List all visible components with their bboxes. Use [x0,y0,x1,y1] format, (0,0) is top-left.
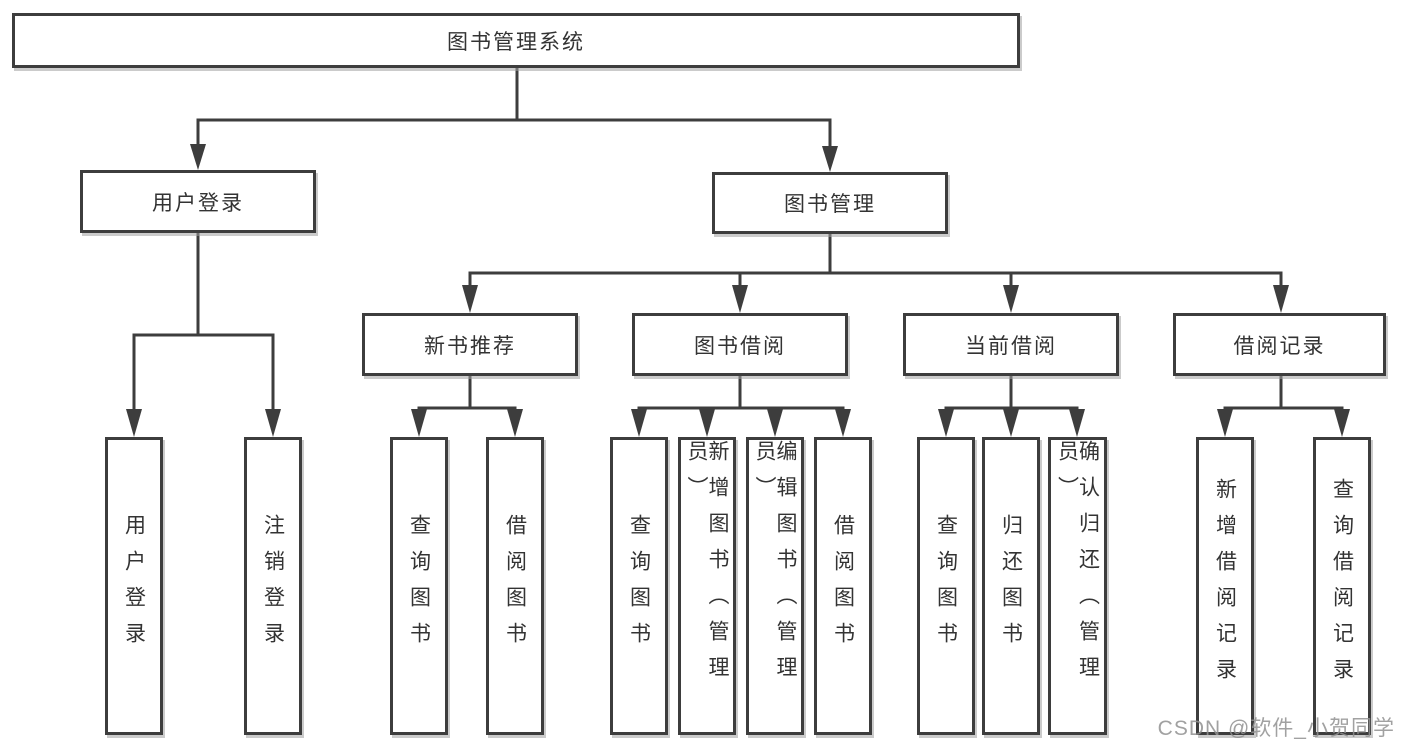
leaf-borrowing-query-books: 查询图书 [610,437,668,735]
leaf-recommend-query-books: 查询图书 [390,437,448,735]
node-current-borrowing-label: 当前借阅 [965,334,1057,358]
node-borrowing-records: 借阅记录 [1173,313,1386,376]
leaf-logout-label: 注销登录 [261,514,285,658]
node-borrowing-records-label: 借阅记录 [1233,334,1326,358]
leaf-return-books-label: 归还图书 [999,514,1023,658]
leaf-query-borrow-record-label: 查询借阅记录 [1330,478,1354,694]
node-new-book-recommendation: 新书推荐 [362,313,578,376]
leaf-edit-books-admin-label: 编辑图书（管理员） [753,440,797,692]
leaf-recommend-borrow-books-label: 借阅图书 [503,514,527,658]
leaf-confirm-return-admin: 确认归还（管理员） [1048,437,1107,735]
csdn-watermark: CSDN @软件_小贺同学 [1157,717,1395,740]
node-current-borrowing: 当前借阅 [903,313,1119,376]
leaf-borrow-books: 借阅图书 [814,437,872,735]
node-book-management-label: 图书管理 [784,193,876,216]
leaf-recommend-borrow-books: 借阅图书 [486,437,544,735]
leaf-add-borrow-record-label: 新增借阅记录 [1213,478,1237,694]
node-book-management: 图书管理 [712,172,948,234]
leaf-add-books-admin: 新增图书（管理员） [678,437,736,735]
leaf-current-query-books: 查询图书 [917,437,975,735]
node-user-login: 用户登录 [80,170,316,233]
leaf-borrowing-query-books-label: 查询图书 [627,514,651,658]
node-new-book-recommendation-label: 新书推荐 [424,334,516,358]
leaf-query-borrow-record: 查询借阅记录 [1313,437,1371,735]
leaf-edit-books-admin: 编辑图书（管理员） [746,437,804,735]
leaf-add-books-admin-label: 新增图书（管理员） [685,440,729,692]
node-book-borrowing: 图书借阅 [632,313,848,376]
leaf-borrow-books-label: 借阅图书 [831,514,855,658]
leaf-add-borrow-record: 新增借阅记录 [1196,437,1254,735]
node-library-system-label: 图书管理系统 [447,30,585,54]
leaf-logout: 注销登录 [244,437,302,735]
node-book-borrowing-label: 图书借阅 [694,334,786,358]
leaf-user-login-label: 用户登录 [122,514,146,658]
node-user-login-label: 用户登录 [152,191,244,215]
leaf-recommend-query-books-label: 查询图书 [407,514,431,658]
leaf-confirm-return-admin-label: 确认归还（管理员） [1055,440,1100,692]
leaf-current-query-books-label: 查询图书 [934,514,958,658]
leaf-user-login: 用户登录 [105,437,163,735]
node-library-system: 图书管理系统 [12,13,1020,68]
leaf-return-books: 归还图书 [982,437,1040,735]
